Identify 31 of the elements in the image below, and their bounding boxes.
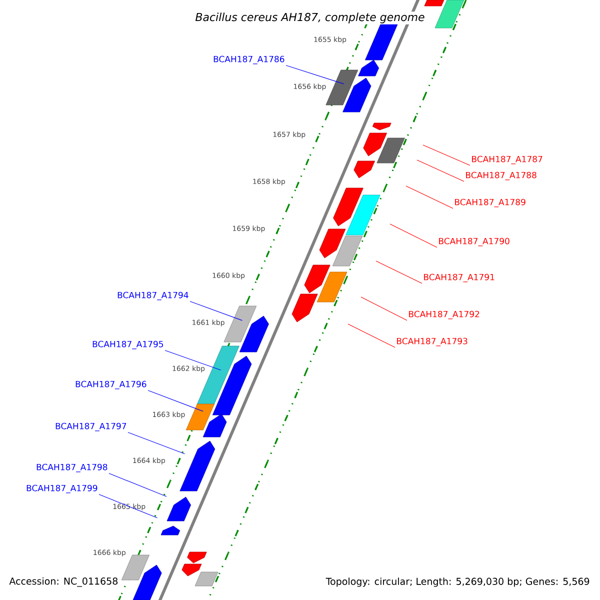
leader-line (98, 494, 158, 518)
gene-label: BCAH187_A1794 (118, 292, 188, 300)
gene-label: BCAH187_A1789 (455, 198, 526, 208)
gene-label: BCAH187_A1796 (76, 380, 146, 390)
gene-label: BCAH187_A1787 (472, 156, 542, 164)
topology-text: Topology: circular; Length: 5,269,030 bp; Genes: 5,569 (326, 578, 590, 587)
leader-line (360, 296, 408, 321)
gene-label: BCAH187_A1786 (214, 56, 284, 64)
leader-line (376, 260, 422, 284)
gene-label: BCAH187_A1792 (409, 310, 480, 320)
leader-line (422, 144, 470, 166)
leader-line (390, 224, 438, 248)
accession-text: Accession: NC_011658 (9, 577, 118, 587)
gene-label: BCAH187_A1799 (26, 484, 98, 494)
gene-label: BCAH187_A1790 (439, 238, 510, 246)
leader-line (108, 473, 167, 497)
leader-line (286, 65, 344, 84)
gene-label: BCAH187_A1797 (56, 422, 126, 432)
leader-line (164, 350, 222, 370)
leader-line (416, 160, 464, 182)
leader-line (128, 432, 186, 454)
leader-line (406, 186, 454, 209)
gene-label: BCAH187_A1795 (92, 340, 164, 350)
gene-label: BCAH187_A1791 (424, 274, 494, 282)
gene-label: BCAH187_A1788 (466, 172, 536, 180)
gene-label: BCAH187_A1793 (397, 338, 468, 346)
gene-label: BCAH187_A1798 (36, 464, 108, 472)
leader-line (190, 301, 242, 321)
leader-line (348, 324, 396, 348)
leader-line (148, 390, 204, 412)
title: Bacillus cereus AH187, complete genome (194, 12, 426, 24)
